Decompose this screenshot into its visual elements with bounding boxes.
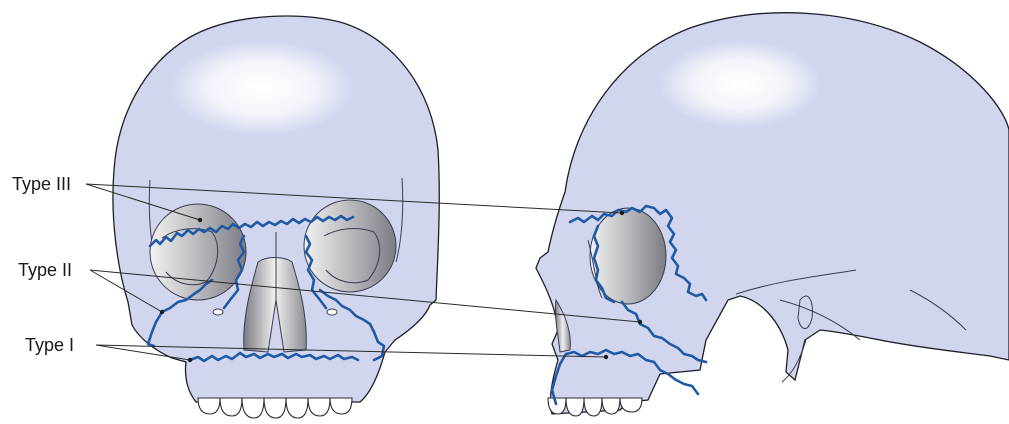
marker-type-iii-lateral — [620, 211, 624, 215]
label-type-i: Type I — [25, 335, 74, 355]
front-left-orbit — [150, 204, 246, 300]
front-right-orbit — [304, 200, 396, 292]
marker-type-ii-front — [160, 310, 164, 314]
front-teeth — [198, 398, 352, 418]
marker-type-iii-front — [198, 218, 202, 222]
front-infraorbital-foramen-left — [213, 309, 223, 315]
marker-type-ii-lateral — [638, 320, 642, 324]
marker-type-i-front — [188, 358, 192, 362]
front-skull — [113, 16, 439, 418]
front-infraorbital-foramen-right — [327, 309, 337, 315]
front-forehead-highlight — [170, 40, 354, 136]
lateral-forehead-highlight — [658, 40, 822, 128]
label-type-ii: Type II — [18, 260, 72, 280]
label-type-iii: Type III — [12, 174, 71, 194]
marker-type-i-lateral — [604, 355, 608, 359]
